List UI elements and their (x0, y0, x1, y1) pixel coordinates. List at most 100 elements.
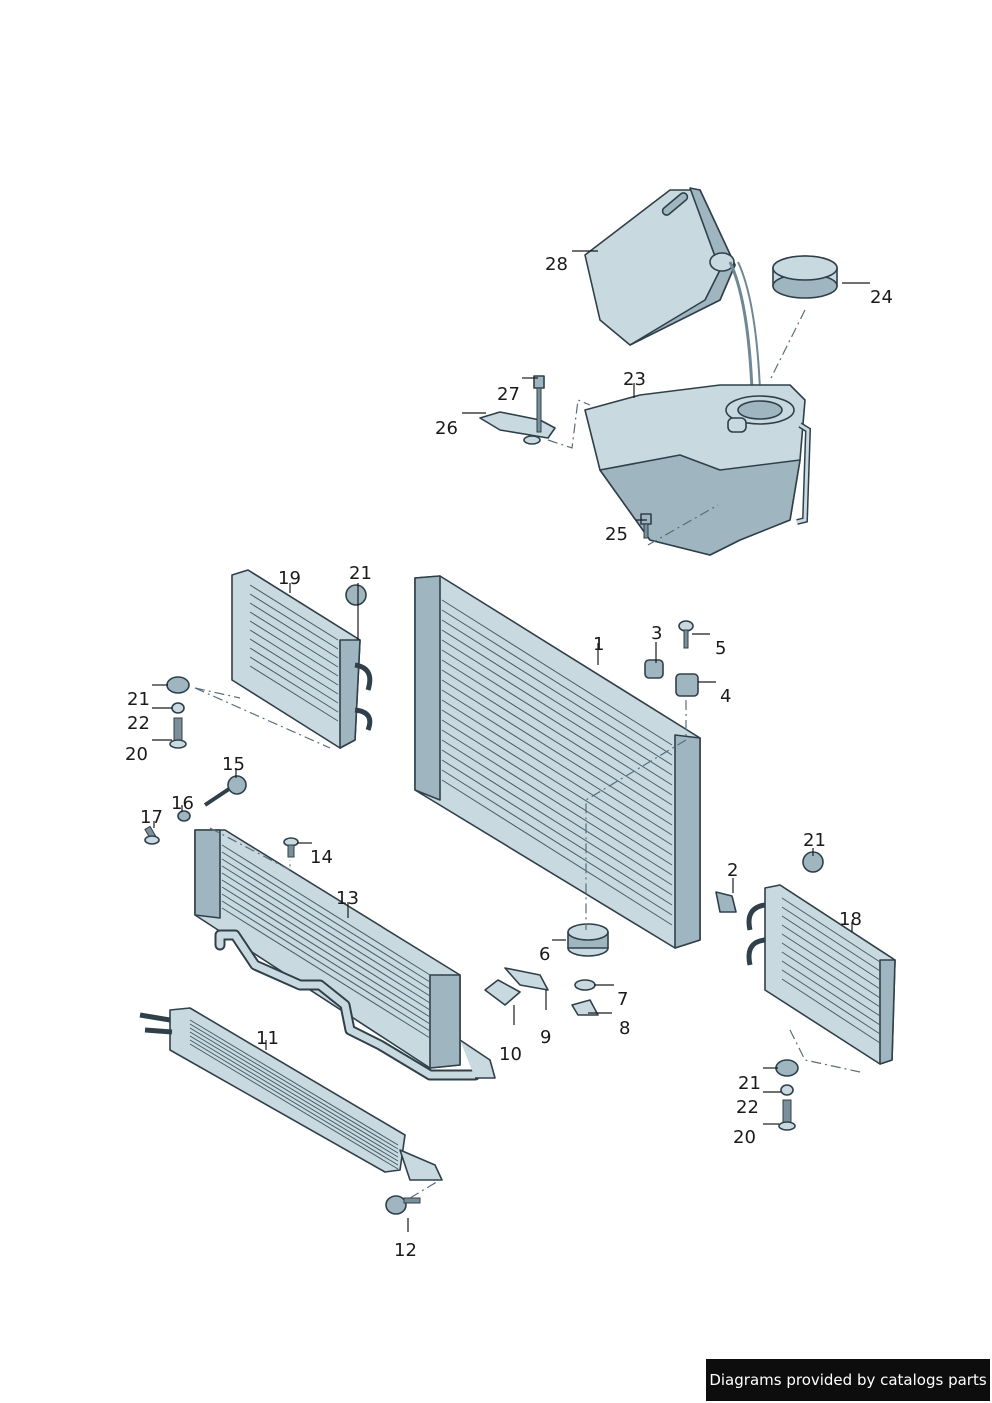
clip-10 (484, 979, 521, 1006)
cooling-fin (441, 749, 673, 896)
leader-lines (152, 250, 870, 1232)
tank-bracket (479, 411, 556, 439)
cooling-fin (189, 1043, 399, 1170)
callout-4: 4 (720, 686, 731, 707)
cooling-fin (441, 599, 673, 746)
cooling-fin (441, 609, 673, 756)
cooling-fin (189, 1031, 399, 1158)
cooling-fin (189, 1027, 399, 1154)
cooling-fin (441, 759, 673, 906)
bolt-20-left (169, 717, 187, 749)
cooling-fin (249, 584, 339, 641)
callout-19: 19 (278, 568, 301, 589)
callout-6: 6 (539, 944, 550, 965)
cooling-fin (441, 669, 673, 816)
rubber-mount-6 (567, 923, 609, 957)
callout-3: 3 (651, 623, 662, 644)
cooling-fin (781, 915, 881, 981)
cooling-fin (221, 851, 431, 983)
bolt-25 (640, 513, 652, 539)
cooling-fin (781, 978, 881, 1044)
credit-text: Diagrams provided by catalogs parts (709, 1371, 987, 1389)
callout-10: 10 (499, 1044, 522, 1065)
cooling-fin (781, 924, 881, 990)
cooling-fin (221, 865, 431, 997)
cooling-fin (249, 638, 339, 695)
clip-2 (715, 891, 737, 913)
bolt-27 (523, 375, 545, 445)
cooling-fin (441, 729, 673, 876)
callouts: 28 24 23 27 26 25 19 21 1 3 5 4 21 22 20… (125, 254, 893, 1261)
callout-13: 13 (336, 888, 359, 909)
rubber-mount-4 (675, 673, 699, 697)
rubber-21-top-left (345, 584, 367, 606)
grommet-22-right (780, 1084, 794, 1096)
callout-23: 23 (623, 369, 646, 390)
aux-cooler-18 (746, 884, 896, 1065)
mount-3 (644, 659, 664, 679)
cooling-fin (441, 689, 673, 836)
cooling-fin (441, 659, 673, 806)
cooling-fin (441, 629, 673, 776)
bolt-14 (283, 837, 299, 858)
cooling-fin (441, 719, 673, 866)
bolt-20-right (778, 1099, 796, 1131)
callout-28: 28 (545, 254, 568, 275)
cooling-fin (249, 656, 339, 713)
cooling-fin (249, 620, 339, 677)
callout-8: 8 (619, 1018, 630, 1039)
cooling-fin (221, 907, 431, 1039)
bracket-8 (571, 999, 599, 1016)
callout-1: 1 (593, 634, 604, 655)
cooling-fin (441, 619, 673, 766)
callout-21-b: 21 (127, 689, 150, 710)
cooling-fin (249, 611, 339, 668)
cooling-fin (221, 893, 431, 1025)
bracket-15 (203, 775, 247, 807)
callout-22-b: 22 (736, 1097, 759, 1118)
cooling-fin (781, 933, 881, 999)
aux-cooler-19 (231, 569, 373, 749)
oil-cooler-13 (194, 829, 496, 1081)
cooling-fin (781, 906, 881, 972)
callout-11: 11 (256, 1028, 279, 1049)
cooling-fin (221, 879, 431, 1011)
callout-15: 15 (222, 754, 245, 775)
cooling-fin (249, 593, 339, 650)
expansion-tank (584, 384, 812, 556)
cooling-fin (221, 900, 431, 1032)
cooling-fin (249, 629, 339, 686)
callout-17: 17 (140, 807, 163, 828)
cooling-fin (221, 886, 431, 1018)
callout-25: 25 (605, 524, 628, 545)
cooling-fin (441, 769, 673, 916)
callout-14: 14 (310, 847, 333, 868)
callout-27: 27 (497, 384, 520, 405)
cooling-fin (189, 1023, 399, 1150)
cooling-fin (781, 942, 881, 1008)
callout-21-a: 21 (349, 563, 372, 584)
cooling-fin (189, 1039, 399, 1166)
cooling-fin (221, 844, 431, 976)
cooling-fin (441, 779, 673, 926)
callout-20-a: 20 (125, 744, 148, 765)
callout-21-d: 21 (738, 1073, 761, 1094)
bolt-12 (385, 1195, 421, 1215)
callout-2: 2 (727, 860, 738, 881)
clip-9 (504, 967, 549, 991)
cooling-fin (249, 665, 339, 722)
grommet-22-left (171, 702, 185, 714)
cooling-fin (249, 602, 339, 659)
callout-21-c: 21 (803, 830, 826, 851)
callout-12: 12 (394, 1240, 417, 1261)
cooler-11 (139, 1007, 443, 1181)
bolt-17 (144, 825, 160, 845)
callout-24: 24 (870, 287, 893, 308)
nut-16 (177, 810, 191, 822)
callout-9: 9 (540, 1027, 551, 1048)
credit-banner: Diagrams provided by catalogs parts (706, 1359, 990, 1401)
cooling-fin (441, 709, 673, 856)
cooling-fin (441, 739, 673, 886)
callout-22-a: 22 (127, 713, 150, 734)
